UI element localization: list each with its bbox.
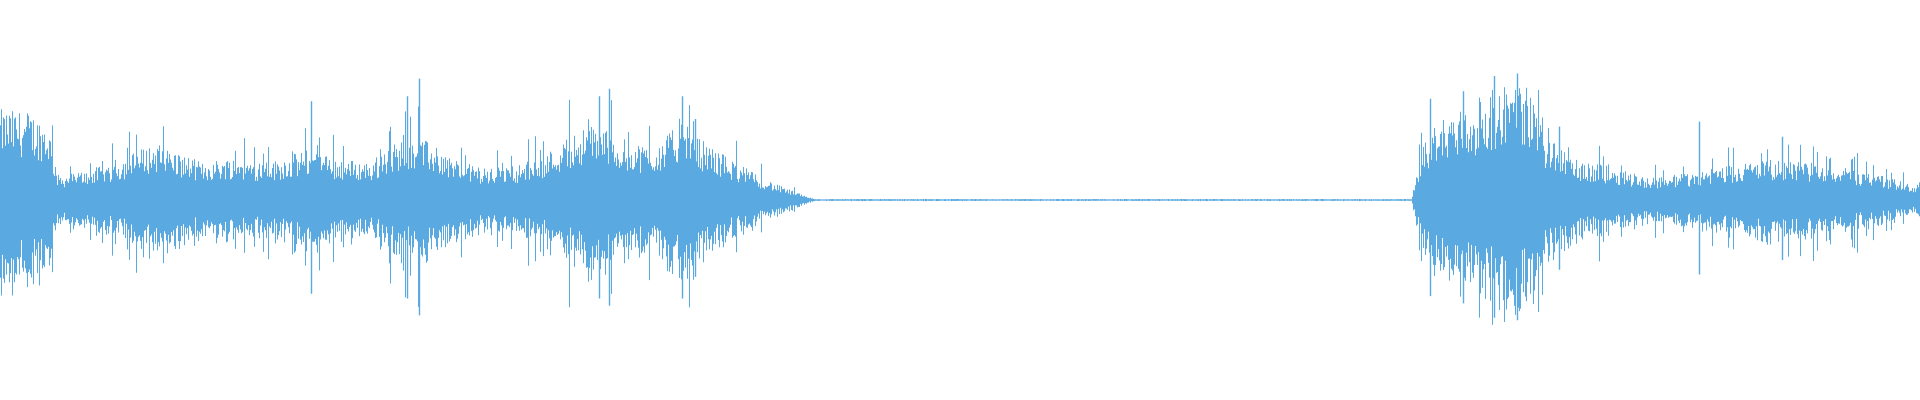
waveform-peaks (310, 73, 1784, 321)
waveform-body (0, 87, 1920, 325)
waveform-samples (0, 73, 1920, 325)
